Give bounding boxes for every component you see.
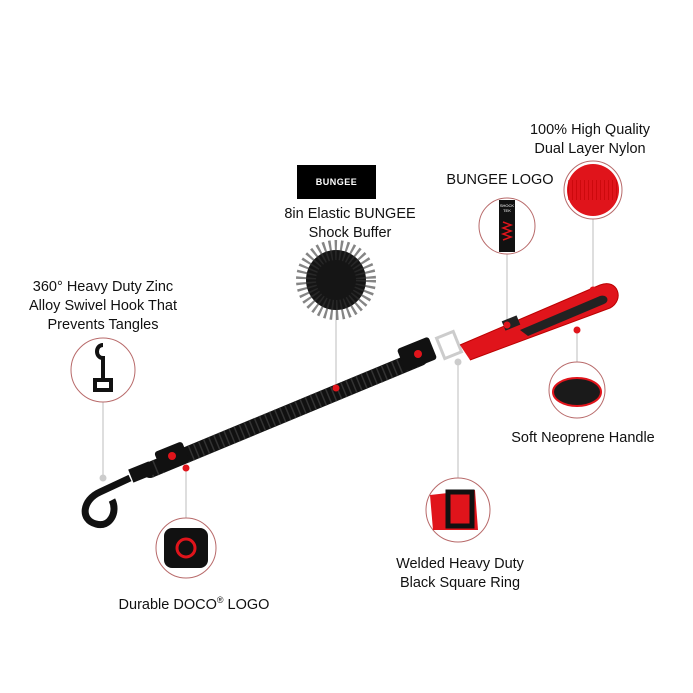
swivel-label-line: 360° Heavy Duty Zinc: [32, 279, 174, 295]
hook-detail-circle: [70, 337, 136, 403]
shock-label-line: Shock Buffer: [308, 225, 392, 241]
logo-tag: SHOCK TEK: [499, 203, 515, 213]
neoprene-label: Soft Neoprene Handle: [511, 430, 655, 446]
bungee-logo-label: BUNGEE LOGO: [446, 172, 554, 188]
bungee-texture-circle: [296, 240, 376, 320]
shock-label: 8in Elastic BUNGEE Shock Buffer: [272, 205, 428, 243]
swivel-hook: [81, 461, 154, 529]
ring-label-line: Welded Heavy Duty: [396, 556, 524, 572]
shock-label-line: 8in Elastic BUNGEE: [284, 206, 416, 222]
ring-detail-circle: [425, 477, 491, 543]
neoprene-detail-circle: [548, 361, 606, 419]
bungee-logo-circle: [478, 197, 536, 255]
doco-label-tail: LOGO: [223, 596, 270, 613]
nylon-label-line: 100% High Quality: [529, 122, 651, 138]
registered-mark: ®: [216, 595, 224, 605]
bungee-badge: BUNGEE: [297, 165, 376, 199]
ring-label: Welded Heavy Duty Black Square Ring: [385, 555, 535, 593]
nylon-detail-circle: [563, 160, 623, 220]
doco-label: Durable DOCO® LOGO: [104, 591, 284, 615]
nylon-label-line: Dual Layer Nylon: [534, 141, 646, 157]
doco-label-text: Durable DOCO: [118, 596, 217, 613]
red-handle: [459, 283, 619, 361]
swivel-label-line: Alloy Swivel Hook That: [28, 298, 178, 314]
logo-tag-line: TEK: [503, 208, 511, 213]
swivel-label-line: Prevents Tangles: [47, 317, 159, 333]
ring-label-line: Black Square Ring: [399, 575, 521, 591]
connector-lines: [102, 218, 594, 518]
nylon-label: 100% High Quality Dual Layer Nylon: [510, 121, 670, 159]
logo-tag-line: SHOCK: [499, 203, 515, 208]
callout-dots: [182, 286, 597, 472]
doco-logo-circle: [155, 517, 217, 579]
swivel-label: 360° Heavy Duty Zinc Alloy Swivel Hook T…: [13, 278, 193, 335]
square-ring: [434, 329, 464, 361]
bungee-cord: [142, 350, 428, 478]
neoprene-lining: [520, 295, 608, 336]
